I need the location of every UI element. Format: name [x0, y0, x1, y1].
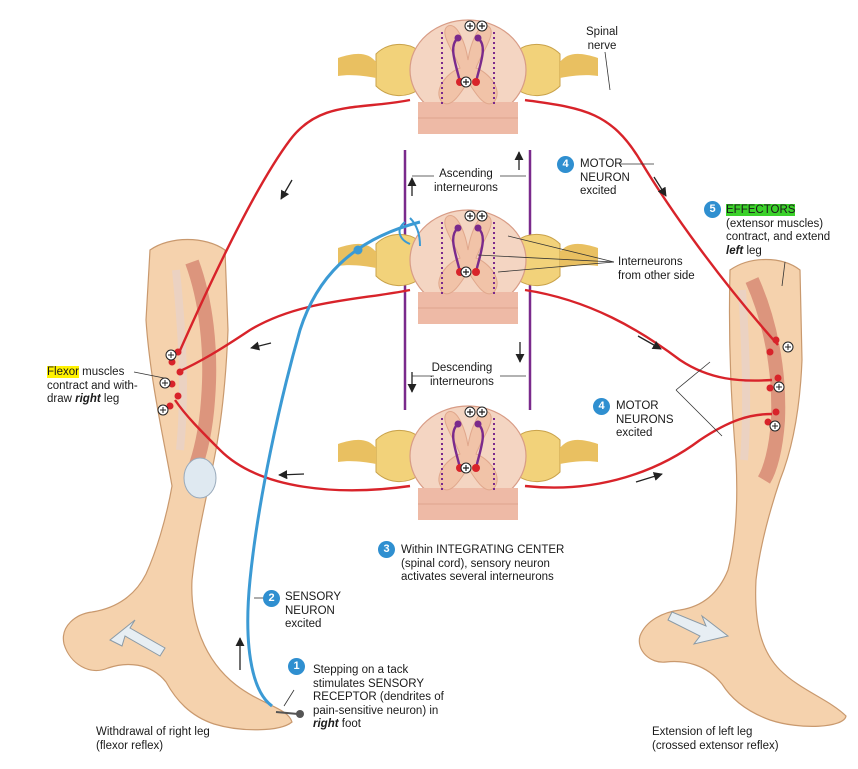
tack: [275, 710, 304, 718]
sensory-line2: NEURON: [285, 604, 335, 617]
flexor-muscles-word: muscles: [78, 366, 125, 378]
stepping-line4: pain-sensitive neuron) in: [313, 704, 439, 717]
step-5-badge: 5: [704, 201, 721, 218]
stepping-line1: Stepping on a tack: [313, 664, 409, 676]
motor-neuron-mid-right: [524, 288, 773, 382]
step-4-badge-top: 4: [557, 156, 574, 173]
step-1-badge: 1: [288, 658, 305, 675]
flexor-leg: leg: [100, 393, 120, 405]
effectors-line3: contract, and extend: [726, 231, 831, 243]
spinal-nerve-line2: nerve: [587, 39, 617, 52]
step-3-badge: 3: [378, 541, 395, 558]
ascending-line2: interneurons: [434, 181, 498, 194]
sensory-neuron-label: SENSORY NEURON excited: [285, 591, 341, 632]
stepping-line3: RECEPTOR (dendrites of: [313, 691, 444, 703]
stepping-right-bold: right: [313, 718, 339, 730]
integrating-line3: activates several interneurons: [401, 571, 554, 583]
withdrawal-line2: (flexor reflex): [96, 739, 164, 752]
descending-interneurons-label: Descending interneurons: [430, 362, 494, 389]
extension-caption: Extension of left leg (crossed extensor …: [652, 726, 779, 753]
effectors-line2: (extensor muscles): [726, 217, 824, 230]
motor-top-line2: NEURON: [580, 171, 630, 184]
ascending-interneurons-label: Ascending interneurons: [434, 168, 498, 195]
stepping-foot: foot: [338, 718, 361, 730]
extension-line2: (crossed extensor reflex): [652, 739, 779, 752]
descending-line1: Descending: [431, 362, 493, 374]
flexor-line2: contract and with-: [47, 379, 138, 392]
withdrawal-line1: Withdrawal of right leg: [96, 726, 210, 738]
interneurons-other-side-label: Interneurons from other side: [618, 256, 695, 283]
motor-neurons-right-label: MOTOR NEURONS excited: [616, 400, 674, 441]
integrating-line1: Within INTEGRATING CENTER: [401, 544, 565, 556]
flexor-plus-signs: [157, 349, 177, 416]
effectors-highlight: EFFECTORS: [726, 204, 796, 216]
flexor-right-bold: right: [75, 393, 101, 405]
integrating-center-label: Within INTEGRATING CENTER (spinal cord),…: [401, 544, 564, 585]
motor-neuron-top-right: [524, 98, 779, 346]
step-4-badge-right: 4: [593, 398, 610, 415]
extension-line1: Extension of left leg: [652, 726, 753, 738]
ascending-line1: Ascending: [439, 168, 493, 180]
motor-neuron-bottom-right: [524, 412, 773, 489]
motor-neuron-top-left: [176, 98, 411, 356]
motor-top-line1: MOTOR: [580, 158, 623, 170]
spinal-nerve-line1: Spinal: [586, 26, 618, 38]
integrating-line2: (spinal cord), sensory neuron: [401, 557, 550, 570]
extensor-plus-signs: [769, 341, 794, 432]
flexor-highlight: Flexor: [47, 366, 79, 378]
spinal-cord-bottom: [336, 404, 600, 522]
spinal-cord-top: [336, 18, 600, 136]
sensory-line1: SENSORY: [285, 591, 342, 603]
sensory-line3: excited: [285, 618, 322, 630]
other-side-line1: Interneurons: [618, 256, 683, 268]
sensory-cell-body: [353, 245, 363, 255]
motor-neuron-bottom-left: [174, 399, 411, 492]
motor-right-line3: excited: [616, 427, 653, 439]
flexor-draw: draw: [47, 393, 76, 405]
withdrawal-caption: Withdrawal of right leg (flexor reflex): [96, 726, 210, 753]
withdraw-arrow: [109, 619, 166, 657]
motor-right-line1: MOTOR: [616, 400, 659, 412]
flexor-junctions: [166, 348, 184, 410]
sensory-neuron: [246, 220, 421, 708]
extensor-junctions: [764, 336, 782, 426]
motor-neuron-top-label: MOTOR NEURON excited: [580, 158, 630, 199]
effectors-leg: leg: [743, 244, 762, 257]
extend-arrow: [667, 611, 730, 645]
descending-line2: interneurons: [430, 375, 494, 388]
step-2-badge: 2: [263, 590, 280, 607]
other-side-line2: from other side: [618, 269, 695, 282]
right-leg-withdrawing: [62, 238, 293, 731]
left-leg-extending: [638, 259, 847, 727]
stepping-line2: stimulates SENSORY: [313, 677, 424, 690]
spinal-nerve-label: Spinal nerve: [586, 26, 618, 53]
effectors-left-bold: left: [726, 244, 744, 257]
motor-neuron-mid-left: [177, 288, 411, 374]
stepping-label: Stepping on a tack stimulates SENSORY RE…: [313, 664, 444, 732]
effectors-label: EFFECTORS (extensor muscles) contract, a…: [726, 204, 830, 258]
motor-top-line3: excited: [580, 185, 617, 197]
motor-right-line2: NEURONS: [616, 413, 674, 426]
flexor-label: Flexor muscles contract and with- draw r…: [47, 366, 138, 407]
